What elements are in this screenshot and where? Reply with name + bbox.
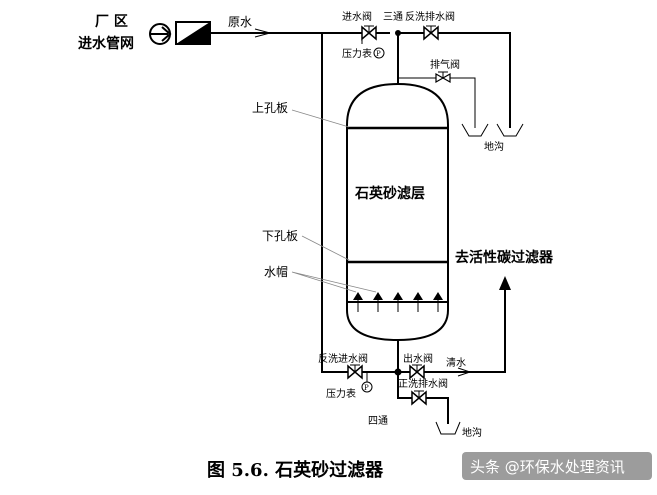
leader-lower-plate [301,235,350,261]
label-outlet-valve: 出水阀 [403,352,433,365]
label-lower-plate: 下孔板 [262,229,298,243]
label-source-line1: 厂 区 [95,14,128,30]
outlet-valve-icon [409,364,425,380]
backwash-inlet-pipe [321,33,398,373]
pressure-gauge-bottom-icon [361,381,373,393]
figure-caption: 图 5.6. 石英砂过滤器 [207,459,384,481]
gauge-symbol-top: P [376,50,381,58]
gauge-symbol-bottom: P [364,384,369,392]
flow-arrow-icon [254,28,272,38]
label-source-line2: 进水管网 [78,35,134,52]
label-backwash-inlet-valve: 反洗进水阀 [318,352,368,365]
label-raw-water: 原水 [228,15,252,29]
backwash-inlet-valve-icon [347,364,363,380]
label-nozzle: 水帽 [264,264,288,279]
label-cross: 四通 [368,415,388,427]
label-filter-layer: 石英砂滤层 [354,185,425,202]
check-valve-icon [175,21,211,45]
pump-icon [149,23,172,45]
up-arrow-icon [499,276,511,290]
leader-nozzle [291,271,377,293]
label-backwash-drain-valve: 反洗排水阀 [405,10,455,23]
drain-funnels-top-icon [461,123,524,137]
label-forward-wash-drain-valve: 正洗排水阀 [398,377,448,390]
backwash-drain-valve-icon [423,25,439,41]
label-air-vent-valve: 排气阀 [430,58,460,71]
label-to-carbon-filter: 去活性碳过滤器 [455,249,554,266]
air-vent-pipe [398,77,476,128]
clean-water-pipe [398,280,506,373]
watermark-background [462,452,652,480]
label-inlet-valve: 进水阀 [342,10,372,23]
leader-upper-plate [291,109,350,128]
label-upper-plate: 上孔板 [252,101,288,115]
label-clean-water: 清水 [446,356,466,369]
inlet-valve-icon [361,25,377,41]
forward-wash-drain-valve-icon [411,390,427,406]
label-drain-top: 地沟 [484,140,504,153]
clean-water-arrow-icon [457,367,472,377]
label-pressure-gauge-top: 压力表 [342,47,372,60]
nozzle-icons [353,292,443,312]
watermark-text: 头条 @环保水处理资讯 [470,458,625,476]
filter-vessel [346,82,449,342]
label-tee: 三通 [383,11,403,23]
drain-funnel-bottom-icon [435,421,461,435]
label-drain-bottom: 地沟 [462,426,482,439]
pressure-gauge-top-icon [373,47,385,59]
label-pressure-gauge-bottom: 压力表 [326,387,356,400]
